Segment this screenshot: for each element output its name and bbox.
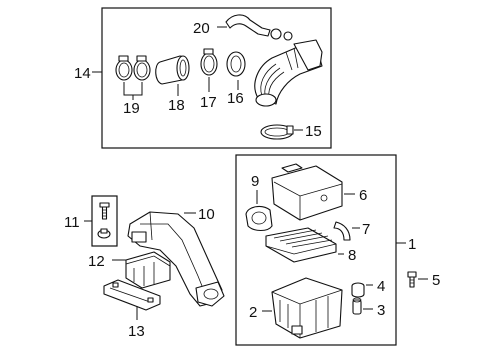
clip-icon [97,228,111,239]
hose-clamp-icon [200,48,218,76]
air-duct-icon [127,211,225,307]
rubber-mount-icon [351,282,365,298]
breather-hose-icon [225,14,293,41]
callout-16: 16 [227,90,244,107]
callout-7: 7 [362,221,370,238]
callout-19: 19 [123,100,140,117]
callout-11: 11 [64,214,80,231]
bushing-icon [352,297,362,315]
callout-5: 5 [432,272,440,289]
upper-group-box [101,7,332,149]
callout-6: 6 [359,187,367,204]
air-cleaner-case-icon [271,277,343,339]
adapter-ring-icon [245,205,273,232]
bolt-icon [407,271,417,288]
drain-tube-icon [333,221,351,241]
callout-13: 13 [128,323,145,340]
callout-15: 15 [305,123,322,140]
callout-10: 10 [198,206,215,223]
mounting-bracket-icon [103,279,161,311]
air-cleaner-group-box [235,154,397,346]
callout-18: 18 [168,97,185,114]
intake-hose-icon [226,39,323,107]
callout-20: 20 [193,20,210,37]
callout-9: 9 [251,173,259,190]
callout-4: 4 [377,278,385,295]
large-clamp-icon [260,124,294,140]
air-cleaner-cover-icon [271,163,343,221]
callout-1: 1 [408,236,416,253]
callout-3: 3 [377,302,385,319]
callout-2: 2 [249,304,257,321]
resonator-icon [125,251,171,289]
callout-17: 17 [200,94,217,111]
callout-8: 8 [348,247,356,264]
screw-icon [99,202,110,220]
short-hose-icon [155,55,190,85]
filter-element-icon [265,227,337,263]
callout-14: 14 [74,65,91,82]
callout-12: 12 [88,253,105,270]
hose-clamp-icon [115,55,151,81]
